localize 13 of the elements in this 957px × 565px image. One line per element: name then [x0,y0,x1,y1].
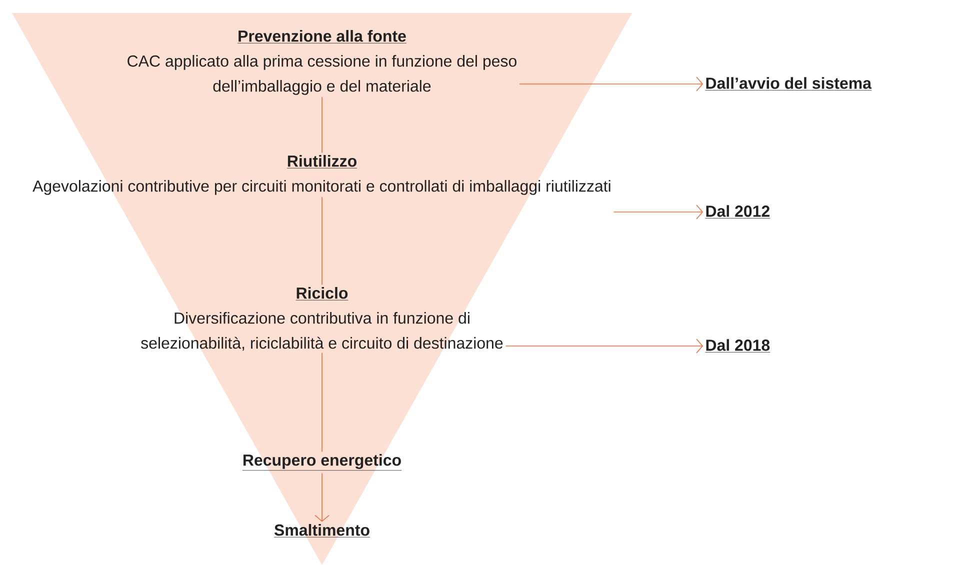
stage-text: Prevenzione alla fonte CAC applicato alla prima cessione in funzione del peso dell’imballaggio e del materiale [128,30,516,95]
arrow [505,338,704,354]
date-label: Dall’avvio del sistema [705,77,872,90]
stage-text: Riutilizzo Agevolazioni contributive per circuiti monitorati e controllati di imballaggi riutilizzati [32,155,610,195]
arrow [314,472,330,522]
stage-text: Recupero energetico [242,454,402,471]
funnel-shape [12,13,632,565]
date-label: Dal 2018 [705,339,770,352]
stage-text: Smaltimento [274,524,370,538]
stage-text: Riciclo Diversificazione contributiva in funzione di selezionabilità, riciclabilità e circuito di destinazione [141,287,503,351]
arrow [613,204,704,220]
arrow [519,76,704,92]
date-label: Dal 2012 [705,205,770,218]
